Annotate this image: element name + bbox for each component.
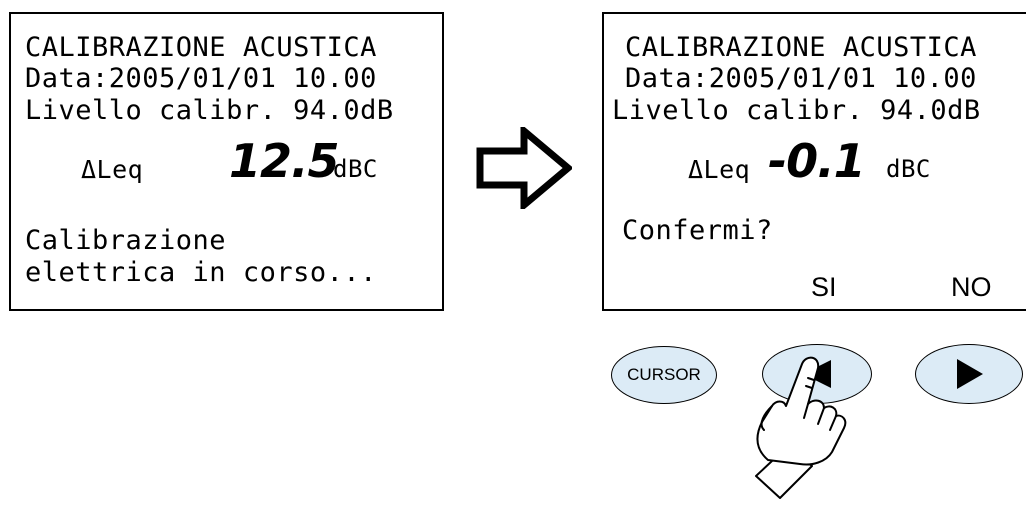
softkey-no-label: NO [951, 272, 992, 302]
reading-value: -0.1 [768, 134, 866, 188]
status-line-1: Calibrazione [25, 225, 227, 256]
delta-leq-label: ΔLeq [81, 155, 144, 184]
triangle-right-icon [957, 359, 983, 389]
reading-unit: dBC [886, 155, 931, 183]
softkey-yes-label: SI [811, 272, 837, 302]
reading-unit: dBC [333, 155, 378, 183]
cursor-button-label: CURSOR [627, 365, 701, 384]
confirm-prompt: Confermi? [622, 215, 773, 246]
lcd-screen-after: CALIBRAZIONE ACUSTICA Data:2005/01/01 10… [602, 12, 1026, 311]
screen-title: CALIBRAZIONE ACUSTICA [25, 32, 377, 63]
delta-leq-label: ΔLeq [688, 155, 751, 184]
right-arrow-icon [476, 127, 572, 209]
date-line: Data:2005/01/01 10.00 [25, 63, 377, 94]
right-arrow-button[interactable] [915, 344, 1023, 404]
date-line: Data:2005/01/01 10.00 [625, 63, 977, 94]
reading-value: 12.5 [229, 134, 339, 188]
status-line-2: elettrica in corso... [25, 257, 377, 288]
calibration-level-line: Livello calibr. 94.0dB [25, 95, 394, 126]
screen-title: CALIBRAZIONE ACUSTICA [625, 32, 977, 63]
lcd-screen-before: CALIBRAZIONE ACUSTICA Data:2005/01/01 10… [9, 12, 444, 311]
cursor-button[interactable]: CURSOR [611, 346, 717, 404]
calibration-level-line: Livello calibr. 94.0dB [612, 95, 981, 126]
pointing-hand-icon [755, 356, 847, 499]
